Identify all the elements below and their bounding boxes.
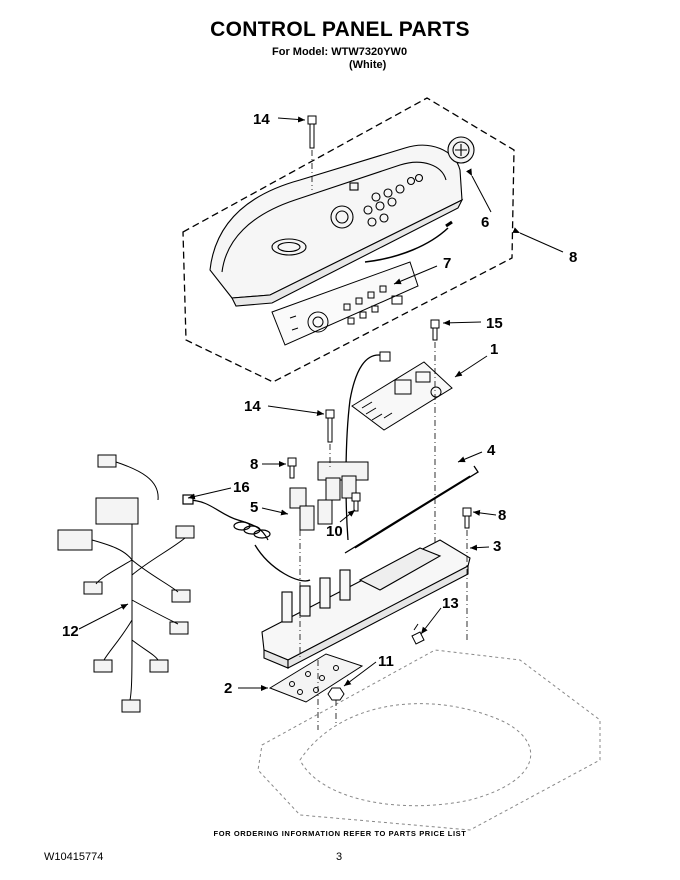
wire-harness-13 xyxy=(57,454,195,713)
alignment-lines xyxy=(299,150,468,730)
clip-12 xyxy=(411,623,425,645)
harness-16 xyxy=(182,494,311,582)
callout-6: 6 xyxy=(481,214,489,231)
callout-7: 7 xyxy=(443,255,451,272)
callout-1: 1 xyxy=(490,341,498,358)
callout-14-lower: 14 xyxy=(244,398,261,415)
console-assembly-boundary xyxy=(182,97,515,383)
callout-12: 13 xyxy=(442,595,459,612)
callout-5: 5 xyxy=(250,499,258,516)
color-line: (White) xyxy=(349,59,387,71)
callout-leaders xyxy=(78,116,564,691)
model-line: For Model: WTW7320YW0 xyxy=(272,46,408,58)
screw-14-lower xyxy=(325,409,335,443)
screw-14-top xyxy=(307,115,317,149)
knob xyxy=(447,136,475,164)
screw-15 xyxy=(430,319,440,341)
main-control-board xyxy=(345,351,453,541)
callout-8-right: 8 xyxy=(498,507,506,524)
callout-14-top: 14 xyxy=(253,111,270,128)
page-number: 3 xyxy=(336,851,343,863)
screw-8-left xyxy=(287,457,297,479)
nut-11 xyxy=(327,687,345,701)
callout-2: 2 xyxy=(224,680,232,697)
screw-10 xyxy=(351,492,361,512)
ordering-note: FOR ORDERING INFORMATION REFER TO PARTS … xyxy=(213,829,467,838)
callout-11: 11 xyxy=(378,653,394,670)
control-base-tray xyxy=(261,539,471,669)
callout-3: 3 xyxy=(493,538,501,555)
rod xyxy=(344,465,479,554)
callout-8-left: 8 xyxy=(250,456,258,473)
callout-10: 10 xyxy=(326,523,343,540)
callout-13: 12 xyxy=(62,623,79,640)
callout-4: 4 xyxy=(487,442,496,459)
page-title: CONTROL PANEL PARTS xyxy=(210,18,470,41)
callout-15: 15 xyxy=(486,315,503,332)
console-housing xyxy=(209,144,464,307)
cabinet-top-outline xyxy=(257,649,601,831)
callout-16: 16 xyxy=(233,479,250,496)
shield-plate xyxy=(268,653,364,703)
document-number: W10415774 xyxy=(44,851,104,863)
callout-9: 8 xyxy=(569,249,577,266)
ui-control-board xyxy=(271,261,419,346)
screw-8-right xyxy=(462,507,472,529)
